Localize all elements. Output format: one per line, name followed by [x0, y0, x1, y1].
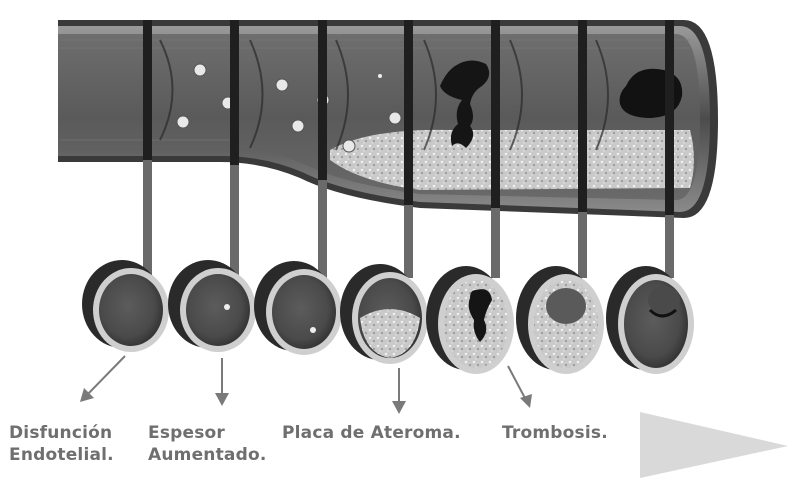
- label-line: Endotelial.: [9, 444, 114, 466]
- artery-longitudinal: [58, 20, 718, 218]
- label-trombosis: Trombosis.: [502, 422, 608, 444]
- cross-section-6: [516, 266, 604, 374]
- label-line: Aumentado.: [148, 444, 267, 466]
- label-disfuncion-endotelial: Disfunción Endotelial.: [9, 422, 114, 466]
- cross-section-5: [426, 266, 514, 374]
- label-espesor-aumentado: Espesor Aumentado.: [148, 422, 267, 466]
- next-arrow-icon: [640, 410, 788, 480]
- label-line: Espesor: [148, 422, 267, 444]
- cross-section-3: [254, 261, 342, 355]
- cross-section-1: [82, 260, 169, 352]
- label-line: Placa de Ateroma.: [282, 422, 461, 444]
- cross-section-4: [340, 264, 428, 364]
- next-button[interactable]: [640, 410, 788, 480]
- label-line: Disfunción: [9, 422, 114, 444]
- label-placa-de-ateroma: Placa de Ateroma.: [282, 422, 461, 444]
- label-line: Trombosis.: [502, 422, 608, 444]
- cross-section-7: [606, 266, 694, 374]
- cross-section-2: [168, 260, 256, 352]
- plaque-layer: [330, 130, 694, 190]
